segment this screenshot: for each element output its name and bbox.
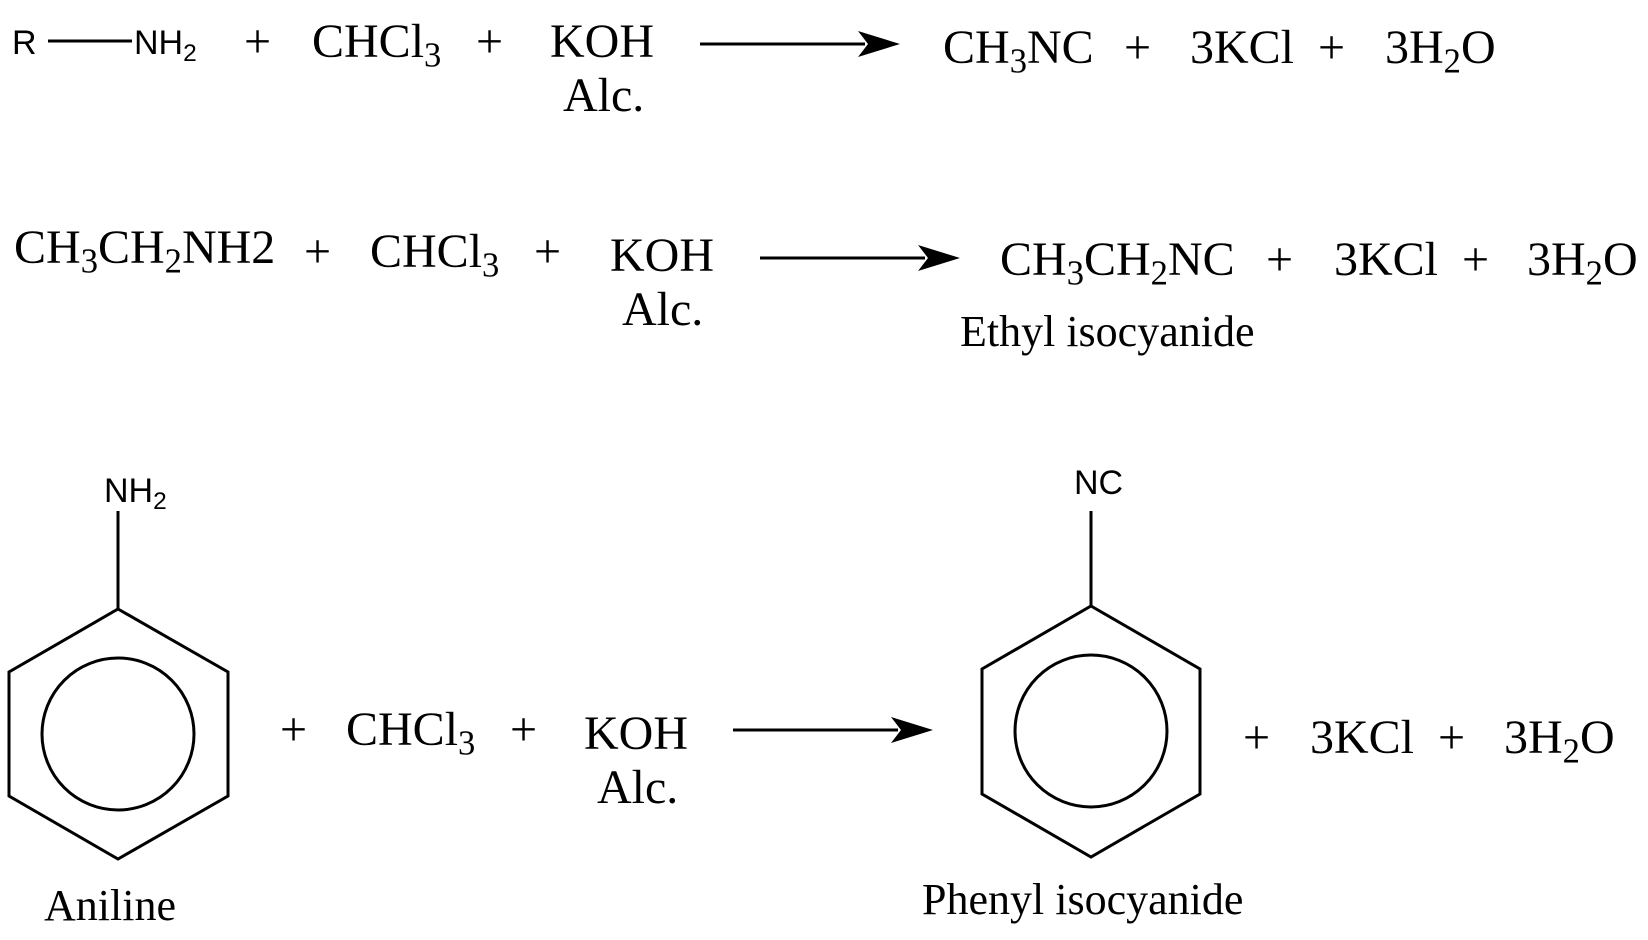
plus-sign: +: [1318, 21, 1346, 74]
plus-sign: +: [1462, 233, 1490, 286]
base-condition: Alc.: [597, 761, 679, 814]
aniline-benzene-ring: [7, 511, 230, 861]
chloroform-formula: CHCl3: [312, 15, 442, 75]
base-formula: KOH: [550, 15, 654, 68]
product-name-label: Phenyl isocyanide: [922, 875, 1244, 924]
amine-group-label: NH2: [104, 472, 167, 515]
reactant-name-label: Aniline: [44, 881, 176, 930]
base-formula: KOH: [610, 229, 714, 282]
kcl-formula: 3KCl: [1190, 21, 1295, 74]
plus-sign: +: [1266, 233, 1294, 286]
product-name-label: Ethyl isocyanide: [960, 307, 1255, 356]
water-formula: 3H2O: [1504, 711, 1615, 771]
base-condition: Alc.: [622, 283, 704, 336]
base-condition: Alc.: [563, 69, 645, 122]
plus-sign: +: [534, 225, 562, 278]
ethyl-isocyanide-formula: CH3CH2NC: [1000, 233, 1235, 293]
plus-sign: +: [304, 225, 332, 278]
plus-sign: +: [1438, 711, 1466, 764]
reaction-arrow-3: [733, 717, 933, 743]
plus-sign: +: [1124, 21, 1152, 74]
base-formula: KOH: [584, 707, 688, 760]
plus-sign: +: [510, 703, 538, 756]
amine-group-label: NH2: [134, 24, 197, 67]
r-group-label: R: [12, 24, 37, 62]
plus-sign: +: [1243, 711, 1271, 764]
kcl-formula: 3KCl: [1310, 711, 1415, 764]
plus-sign: +: [476, 15, 504, 68]
phenyl-isocyanide-benzene-ring: [980, 511, 1202, 859]
isocyanide-group-label: NC: [1074, 464, 1124, 502]
water-formula: 3H2O: [1385, 21, 1496, 81]
plus-sign: +: [244, 15, 272, 68]
plus-sign: +: [280, 703, 308, 756]
chloroform-formula: CHCl3: [370, 225, 500, 285]
reaction-arrow-1: [700, 31, 900, 57]
reaction-arrow-2: [760, 245, 960, 271]
kcl-formula: 3KCl: [1334, 233, 1439, 286]
chloroform-formula: CHCl3: [346, 703, 476, 763]
water-formula: 3H2O: [1527, 233, 1638, 293]
product-formula: CH3NC: [943, 21, 1094, 81]
ethylamine-formula: CH3CH2NH2: [14, 221, 276, 281]
